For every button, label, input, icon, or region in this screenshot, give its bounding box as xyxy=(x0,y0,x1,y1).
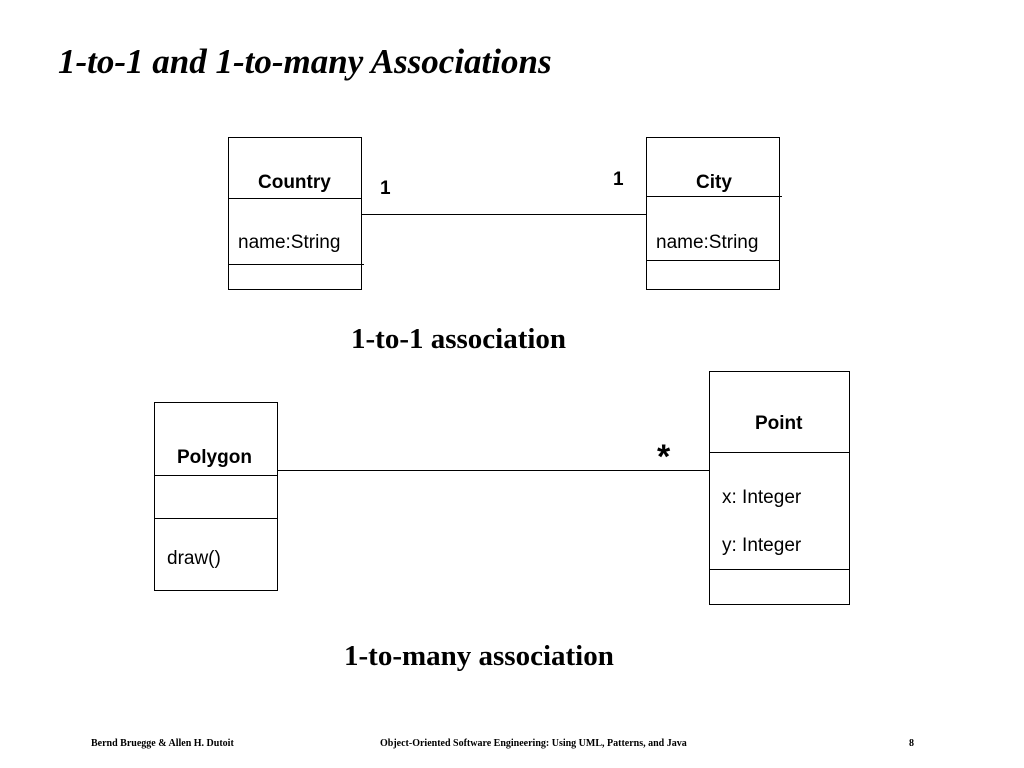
class-attribute: x: Integer xyxy=(722,487,802,508)
class-name-point: Point xyxy=(755,413,803,434)
slide-title: 1-to-1 and 1-to-many Associations xyxy=(58,42,552,81)
diagram-caption: 1-to-many association xyxy=(344,640,614,672)
class-name-city: City xyxy=(696,172,732,193)
class-name-polygon: Polygon xyxy=(177,447,252,468)
class-attribute: name:String xyxy=(238,232,341,253)
association-line xyxy=(278,470,709,471)
class-box-country xyxy=(228,137,362,290)
association-line xyxy=(362,214,646,215)
class-name-country: Country xyxy=(258,172,331,193)
class-box-city xyxy=(646,137,780,290)
class-divider xyxy=(646,196,782,197)
class-operation: draw() xyxy=(167,548,221,569)
class-divider xyxy=(228,264,364,265)
class-divider xyxy=(646,260,780,261)
multiplicity-left: 1 xyxy=(380,178,391,199)
multiplicity-right: 1 xyxy=(613,169,624,190)
diagram-caption: 1-to-1 association xyxy=(351,323,567,355)
class-divider xyxy=(709,569,850,570)
class-attribute: name:String xyxy=(656,232,759,253)
footer-page-number: 8 xyxy=(909,738,914,749)
class-divider xyxy=(709,452,850,453)
footer-authors: Bernd Bruegge & Allen H. Dutoit xyxy=(91,738,234,749)
class-divider xyxy=(154,518,278,519)
multiplicity-many: * xyxy=(657,438,671,476)
class-divider xyxy=(228,198,362,199)
class-box-polygon xyxy=(154,402,278,591)
class-attribute: y: Integer xyxy=(722,535,802,556)
footer-book-title: Object-Oriented Software Engineering: Us… xyxy=(380,738,687,749)
class-box-point xyxy=(709,371,850,605)
class-divider xyxy=(154,475,278,476)
